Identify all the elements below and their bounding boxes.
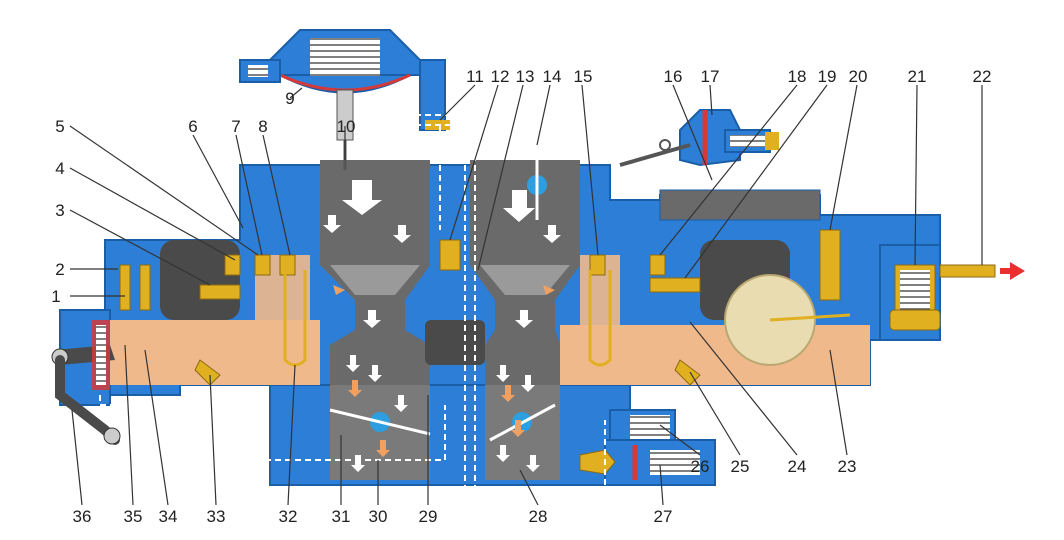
mixture-arrows xyxy=(333,285,555,457)
callout-29: 29 xyxy=(419,507,438,526)
callout-31: 31 xyxy=(332,507,351,526)
callout-3: 3 xyxy=(55,201,64,220)
callout-4: 4 xyxy=(55,159,64,178)
callout-26: 26 xyxy=(691,457,710,476)
callout-35: 35 xyxy=(124,507,143,526)
callout-12: 12 xyxy=(491,67,510,86)
callout-14: 14 xyxy=(543,67,562,86)
callout-23: 23 xyxy=(838,457,857,476)
jets xyxy=(119,229,841,386)
channels xyxy=(99,114,615,496)
fuel-inlet-arrow xyxy=(1000,262,1025,280)
callout-10: 10 xyxy=(337,117,356,136)
float-lever xyxy=(769,313,851,322)
diaphragm-unit-top xyxy=(239,29,450,170)
callout-6: 6 xyxy=(188,117,197,136)
callout-7: 7 xyxy=(231,117,240,136)
callout-9: 9 xyxy=(285,89,294,108)
callout-18: 18 xyxy=(788,67,807,86)
callout-11: 11 xyxy=(466,67,484,86)
callout-8: 8 xyxy=(258,117,267,136)
callout-36: 36 xyxy=(73,507,92,526)
callout-2: 2 xyxy=(55,260,64,279)
callout-22: 22 xyxy=(973,67,992,86)
small-diffuser-primary xyxy=(330,265,420,295)
callout-27: 27 xyxy=(654,507,673,526)
airflow-arrows xyxy=(323,180,561,472)
throttle-lever xyxy=(51,320,121,445)
callout-24: 24 xyxy=(788,457,807,476)
throttle-valves xyxy=(329,145,556,442)
emulsion-well-cap xyxy=(425,320,485,365)
callout-17: 17 xyxy=(701,67,720,86)
callout-25: 25 xyxy=(731,457,750,476)
callout-1: 1 xyxy=(51,287,60,306)
callout-5: 5 xyxy=(55,117,64,136)
callout-32: 32 xyxy=(279,507,298,526)
callout-30: 30 xyxy=(369,507,388,526)
callout-19: 19 xyxy=(818,67,837,86)
callout-33: 33 xyxy=(207,507,226,526)
callout-20: 20 xyxy=(849,67,868,86)
callout-34: 34 xyxy=(159,507,178,526)
leader-lines xyxy=(69,84,983,506)
callout-labels: 1 2 3 4 5 6 7 8 9 10 11 12 13 14 15 16 1… xyxy=(51,67,991,526)
diaphragm-unit-right xyxy=(619,109,779,167)
callout-15: 15 xyxy=(574,67,593,86)
fuel-inlet-valve xyxy=(889,264,996,331)
callout-21: 21 xyxy=(908,67,927,86)
callout-16: 16 xyxy=(664,67,683,86)
callout-13: 13 xyxy=(516,67,535,86)
callout-28: 28 xyxy=(529,507,548,526)
